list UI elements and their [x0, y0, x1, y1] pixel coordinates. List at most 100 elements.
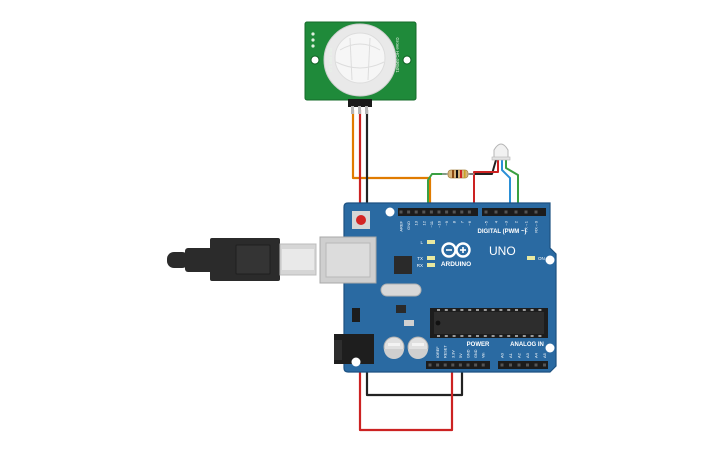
- pir-pin-1[interactable]: [351, 106, 354, 114]
- digital-pin-label: TX→1: [524, 220, 529, 232]
- icsp-header: [352, 308, 360, 322]
- pir-pin-2[interactable]: [358, 106, 361, 114]
- digital-pin-label: 2: [514, 220, 519, 223]
- led-rx: [427, 263, 435, 267]
- digital-pin-hole[interactable]: [504, 210, 508, 214]
- power-pin-label: RESET: [444, 345, 448, 358]
- digital-pin-hole[interactable]: [429, 210, 433, 214]
- wire-led-red[interactable]: [473, 159, 499, 211]
- power-pin-hole[interactable]: [443, 363, 447, 367]
- power-pin-hole[interactable]: [474, 363, 478, 367]
- led-l: [427, 240, 435, 244]
- pir-pin-3[interactable]: [365, 106, 368, 114]
- arduino-brand: ARDUINO: [441, 261, 471, 268]
- digital-pin-holes: [399, 210, 538, 214]
- digital-pin-hole[interactable]: [407, 210, 411, 214]
- power-pin-label: Vin: [482, 353, 486, 358]
- digital-pin-hole[interactable]: [414, 210, 418, 214]
- analog-pin-hole[interactable]: [543, 363, 546, 367]
- wire-pir-signal[interactable]: [351, 108, 432, 212]
- digital-pin-label: 8: [452, 220, 457, 223]
- analog-pin-label: A0: [500, 352, 505, 358]
- digital-pin-label: 12: [421, 220, 426, 225]
- led-on: [527, 256, 535, 260]
- capacitor-2: [407, 336, 429, 359]
- led-rx-label: RX: [417, 263, 423, 268]
- rgb-led-body: [493, 143, 509, 159]
- usb-cable[interactable]: [167, 238, 317, 281]
- usb-plug-grip: [235, 244, 271, 275]
- digital-pin-hole[interactable]: [437, 210, 441, 214]
- power-pin-label: GND: [467, 349, 471, 358]
- capacitor-1: [383, 336, 405, 359]
- wire-resistor-led[interactable]: [469, 159, 497, 175]
- power-pin-hole[interactable]: [458, 363, 462, 367]
- arduino-logo-icon: [441, 242, 471, 258]
- analog-pin-label: A4: [534, 352, 539, 358]
- analog-pin-hole[interactable]: [517, 363, 521, 367]
- usb-cable-neck: [185, 248, 213, 272]
- digital-pin-hole[interactable]: [494, 210, 498, 214]
- digital-pin-label: ~9: [444, 220, 449, 225]
- board-hole-4: [351, 357, 361, 367]
- digital-pin-hole[interactable]: [514, 210, 518, 214]
- wire-resistor-green[interactable]: [427, 173, 447, 211]
- power-pin-label: IOREF: [436, 346, 440, 358]
- analog-pin-label: A3: [525, 352, 530, 358]
- atmega-chip: [434, 312, 544, 334]
- digital-pin-hole[interactable]: [422, 210, 426, 214]
- power-pin-hole[interactable]: [481, 363, 485, 367]
- digital-pin-hole[interactable]: [445, 210, 449, 214]
- wire-led-green[interactable]: [505, 159, 519, 211]
- power-header: [426, 361, 490, 369]
- analog-pin-label: A1: [508, 352, 513, 358]
- atmega-pins: [437, 309, 542, 337]
- digital-pin-label: GND: [406, 221, 411, 230]
- usb-plug-connector-shade: [282, 249, 314, 270]
- digital-pin-label: ~3: [504, 220, 509, 225]
- analog-pin-hole[interactable]: [526, 363, 529, 367]
- digital-label: DIGITAL (PWM ~): [478, 229, 527, 235]
- rgb-led[interactable]: [491, 143, 511, 161]
- resistor-band-2: [456, 170, 458, 178]
- wire-led-blue[interactable]: [501, 159, 511, 211]
- digital-pin-hole[interactable]: [467, 210, 471, 214]
- digital-pin-hole[interactable]: [524, 210, 528, 214]
- digital-header-right: [482, 208, 546, 216]
- analog-pin-label: A2: [517, 352, 522, 358]
- usb-cable-strain: [167, 252, 189, 268]
- board-hole-3: [545, 343, 555, 353]
- power-pin-hole[interactable]: [466, 363, 470, 367]
- analog-label: ANALOG IN: [510, 342, 544, 348]
- digital-pin-hole[interactable]: [460, 210, 464, 214]
- analog-pin-hole[interactable]: [534, 363, 538, 367]
- analog-pin-hole[interactable]: [500, 363, 504, 367]
- digital-pin-label: ~5: [484, 220, 489, 225]
- power-pin-hole[interactable]: [436, 363, 440, 367]
- rgb-led-base: [491, 156, 511, 161]
- usb-b-socket-inner: [325, 242, 371, 278]
- power-pin-hole[interactable]: [428, 363, 432, 367]
- digital-pin-label: ~10: [437, 220, 442, 228]
- usb-chip: [394, 256, 412, 274]
- pir-sensor[interactable]: PIR PIR 1.0 Grove HC-SR501: [304, 21, 417, 114]
- digital-pin-hole[interactable]: [484, 210, 488, 214]
- analog-pin-label: A5: [542, 352, 547, 358]
- led-tx: [427, 256, 435, 260]
- resistor[interactable]: [442, 169, 474, 179]
- small-cap: [404, 320, 414, 326]
- digital-pin-label: 4: [494, 220, 499, 223]
- resistor-band-4: [464, 170, 466, 178]
- digital-pin-hole[interactable]: [452, 210, 456, 214]
- analog-pin-hole[interactable]: [509, 363, 512, 367]
- digital-pin-hole[interactable]: [534, 210, 538, 214]
- bottom-pin-holes: [428, 363, 546, 367]
- led-tx-label: TX: [417, 256, 423, 261]
- digital-pin-hole[interactable]: [399, 210, 403, 214]
- pir-label-left: PIR PIR 1.0: [328, 48, 333, 72]
- power-pin-hole[interactable]: [451, 363, 455, 367]
- reset-button[interactable]: [356, 215, 366, 225]
